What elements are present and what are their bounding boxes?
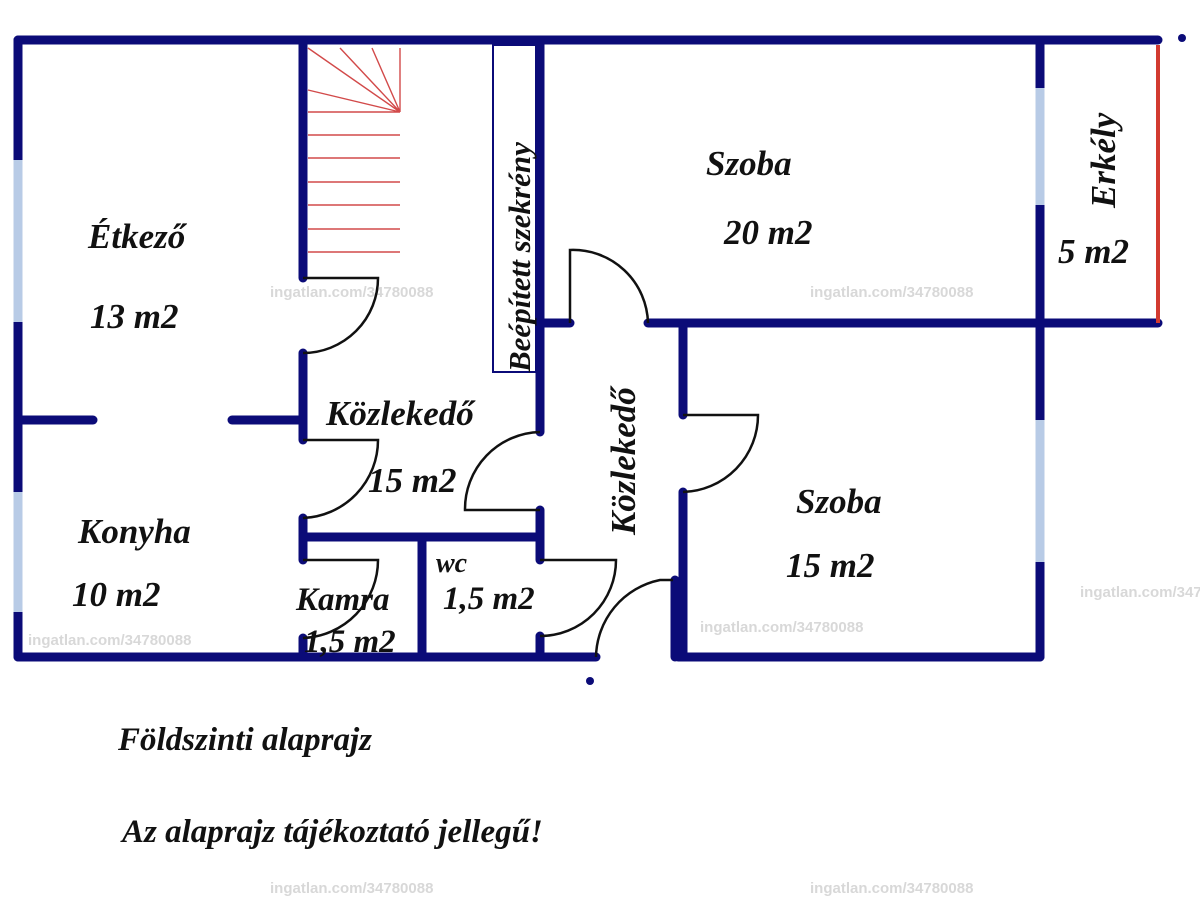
watermark: ingatlan.com/34780088 — [270, 880, 433, 897]
room-name-wc: wc — [436, 548, 468, 579]
room-name-etkezo: Étkező — [87, 217, 188, 256]
door-swing — [302, 438, 380, 520]
marker-dot — [1178, 34, 1186, 42]
watermark: ingatlan.com/34780088 — [1080, 584, 1200, 601]
door-swing — [682, 413, 760, 494]
room-area-wc: 1,5 m2 — [443, 581, 535, 617]
entrance-door-swing — [594, 578, 673, 658]
room-area-kamra: 1,5 m2 — [304, 624, 396, 660]
room-labels: Étkező 13 m2 Konyha 10 m2 Közlekedő 15 m… — [72, 112, 1129, 660]
room-name-kozlekedo-2: Közlekedő — [604, 385, 643, 536]
watermark: ingatlan.com/34780088 — [700, 619, 863, 636]
watermark: ingatlan.com/34780088 — [270, 284, 433, 301]
watermark: ingatlan.com/34780088 — [28, 632, 191, 649]
room-area-szoba-2: 15 m2 — [786, 546, 874, 585]
plan-title: Földszinti alaprajz — [117, 722, 372, 758]
room-area-konyha: 10 m2 — [72, 575, 160, 614]
watermark: ingatlan.com/34780088 — [810, 880, 973, 897]
walls — [13, 35, 1163, 662]
door-swing — [539, 558, 618, 638]
door-swing — [302, 558, 380, 640]
door-swing — [302, 276, 380, 355]
room-name-erkely: Erkély — [1084, 112, 1123, 209]
disclaimer-note: Az alaprajz tájékoztató jellegű! — [120, 814, 543, 850]
room-name-kamra: Kamra — [295, 582, 390, 618]
doors — [302, 248, 760, 658]
door-swing — [463, 430, 541, 512]
room-name-konyha: Konyha — [77, 512, 191, 551]
marker-dot — [586, 677, 594, 685]
room-name-szoba-1: Szoba — [706, 144, 792, 183]
room-area-szoba-1: 20 m2 — [723, 213, 812, 252]
room-area-kozlekedo: 15 m2 — [368, 461, 456, 500]
room-name-kozlekedo: Közlekedő — [325, 394, 476, 433]
staircase — [307, 47, 401, 253]
room-area-erkely: 5 m2 — [1058, 232, 1129, 271]
watermark: ingatlan.com/34780088 — [810, 284, 973, 301]
windows — [13, 88, 1045, 612]
room-name-szoba-2: Szoba — [796, 482, 882, 521]
room-area-etkezo: 13 m2 — [90, 297, 178, 336]
built-in-wardrobe-label: Beépített szekrény — [502, 142, 537, 373]
watermarks: ingatlan.com/34780088 ingatlan.com/34780… — [28, 284, 1200, 897]
door-swing — [568, 248, 650, 324]
